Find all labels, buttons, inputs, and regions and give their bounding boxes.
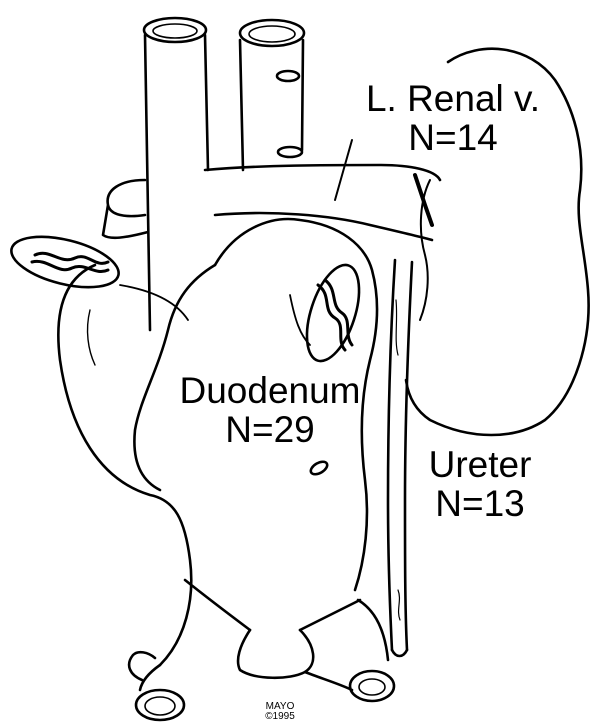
renal-vein-count: N=14 [348, 119, 558, 158]
renal-vein-title: L. Renal v. [348, 80, 558, 119]
duodenum-label: Duodenum N=29 [155, 372, 385, 450]
duodenum-outline [58, 265, 215, 665]
copyright-credit: MAYO ©1995 [250, 702, 310, 722]
aortic-branch-upper [277, 71, 299, 81]
right-renal-stub [103, 180, 148, 238]
credit-year: ©1995 [250, 712, 310, 722]
iliac-vessels [185, 580, 360, 630]
left-renal-vein [205, 165, 440, 240]
ureter-title: Ureter [400, 446, 560, 485]
papilla-opening [309, 459, 330, 477]
ureter-count: N=13 [400, 485, 560, 524]
duodenum-count: N=29 [155, 411, 385, 450]
right-iliac-opening [350, 671, 394, 701]
duodenum-title: Duodenum [155, 372, 385, 411]
ivc-vessel [145, 35, 208, 330]
renal-vein-label: L. Renal v. N=14 [348, 80, 558, 158]
duodenum-cut-middle [297, 259, 370, 368]
aortic-branch-lower [278, 147, 302, 157]
aorta-vessel [240, 40, 303, 170]
ureter-label: Ureter N=13 [400, 446, 560, 524]
